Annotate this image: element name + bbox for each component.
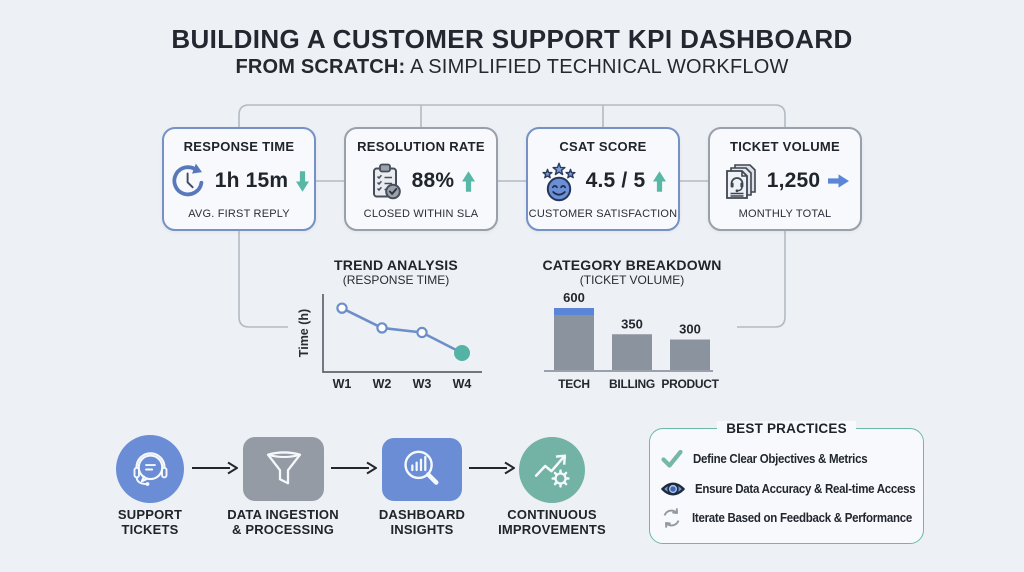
svg-text:TECH: TECH — [558, 377, 589, 391]
kpi-card-caption: AVG. FIRST REPLY — [188, 208, 290, 220]
workflow-label-line: INSIGHTS — [390, 522, 454, 537]
kpi-card-resolution-rate: RESOLUTION RATE 88% CLOSED WITHIN SLA — [344, 127, 498, 231]
kpi-card-response-time: RESPONSE TIME 1h 15m AVG. FIRST REPLY — [162, 127, 316, 231]
workflow-step-dashboard-insights — [382, 438, 462, 501]
trend-up-icon — [462, 170, 476, 192]
workflow-label-line: & PROCESSING — [231, 522, 335, 537]
kpi-card-caption: CUSTOMER SATISFACTION — [528, 208, 678, 220]
page-subtitle-bold: FROM SCRATCH: — [235, 56, 406, 78]
kpi-card-value: 1,250 — [766, 169, 821, 192]
refresh-icon — [663, 508, 680, 528]
trend-chart-title: TREND ANALYSIS — [334, 257, 458, 273]
growth-gear-icon — [534, 454, 570, 488]
svg-text:W2: W2 — [373, 377, 392, 391]
svg-text:350: 350 — [621, 316, 643, 331]
trend-down-icon — [296, 170, 310, 192]
best-practices-title: BEST PRACTICES — [650, 420, 923, 438]
kpi-card-value: 4.5 / 5 — [585, 169, 646, 192]
svg-text:BILLING: BILLING — [609, 377, 655, 391]
svg-text:PRODUCT: PRODUCT — [661, 377, 719, 391]
svg-text:W3: W3 — [413, 377, 432, 391]
page-title: BUILDING A CUSTOMER SUPPORT KPI DASHBOAR… — [171, 24, 853, 54]
page-subtitle-rest: A SIMPLIFIED TECHNICAL WORKFLOW — [405, 56, 789, 78]
best-practice-text: Define Clear Objectives & Metrics — [693, 452, 868, 466]
svg-text:Time (h): Time (h) — [297, 309, 311, 357]
workflow-label-line: CONTINUOUS — [507, 507, 597, 522]
kpi-card-title: TICKET VOLUME — [729, 139, 841, 154]
headset-chat-icon — [133, 451, 167, 486]
workflow-step-continuous-improvements — [519, 437, 585, 503]
svg-text:W4: W4 — [453, 377, 472, 391]
best-practice-text: Ensure Data Accuracy & Real-time Access — [695, 481, 916, 496]
eye-icon — [661, 482, 685, 495]
category-chart-subtitle: (TICKET VOLUME) — [579, 273, 685, 287]
best-practice-text: Iterate Based on Feedback & Performance — [692, 511, 912, 525]
smiley-stars-icon — [542, 162, 576, 201]
workflow-label-line: IMPROVEMENTS — [498, 522, 606, 537]
category-chart-title: CATEGORY BREAKDOWN — [542, 257, 722, 273]
best-practices-panel: BEST PRACTICES Define Clear Objectives &… — [649, 421, 924, 544]
workflow-step-label: DATA INGESTION& PROCESSING — [208, 507, 358, 537]
kpi-card-value: 88% — [411, 169, 455, 192]
best-practice-item: Define Clear Objectives & Metrics — [660, 448, 921, 470]
workflow-label-line: SUPPORT — [117, 507, 183, 522]
svg-text:600: 600 — [563, 290, 585, 305]
funnel-icon — [266, 451, 301, 485]
svg-text:300: 300 — [679, 322, 701, 337]
kpi-card-caption: MONTHLY TOTAL — [738, 208, 832, 220]
trend-line-chart: W1 W2 W3 W4 Time (h) — [297, 294, 482, 391]
workflow-step-support-tickets — [116, 435, 184, 503]
page-subtitle: FROM SCRATCH: A SIMPLIFIED TECHNICAL WOR… — [0, 56, 1024, 79]
svg-text:W1: W1 — [333, 377, 352, 391]
kpi-card-title: CSAT SCORE — [559, 139, 647, 154]
trend-up-icon — [653, 170, 667, 192]
trend-chart-subtitle: (RESPONSE TIME) — [342, 273, 450, 287]
workflow-arrow-icon — [469, 461, 515, 475]
kpi-card-csat-score: CSAT SCORE 4.5 / 5 CUSTOMER SATISFACTION — [526, 127, 680, 231]
best-practice-item: Iterate Based on Feedback & Performance — [660, 507, 921, 529]
kpi-card-caption: CLOSED WITHIN SLA — [363, 208, 479, 220]
workflow-label-line: DASHBOARD — [378, 507, 466, 522]
kpi-card-value: 1h 15m — [214, 169, 289, 192]
workflow-label-line: DATA INGESTION — [227, 507, 339, 522]
workflow-arrow-icon — [192, 461, 238, 475]
workflow-label-line: TICKETS — [121, 522, 179, 537]
trend-right-icon — [828, 174, 850, 188]
ticket-stack-icon — [725, 164, 756, 199]
kpi-card-ticket-volume: TICKET VOLUME 1,250 MONTHLY TOTAL — [708, 127, 862, 231]
best-practices-title-text: BEST PRACTICES — [717, 421, 856, 436]
checklist-icon — [372, 163, 401, 200]
kpi-card-title: RESPONSE TIME — [183, 139, 295, 154]
best-practice-item: Ensure Data Accuracy & Real-time Access — [660, 478, 921, 500]
clock-refresh-icon — [172, 163, 204, 197]
workflow-step-data-ingestion — [243, 437, 324, 501]
kpi-card-title: RESOLUTION RATE — [357, 139, 485, 154]
checkmark-icon — [661, 449, 683, 468]
magnifier-chart-icon — [404, 450, 439, 485]
workflow-arrow-icon — [331, 461, 377, 475]
